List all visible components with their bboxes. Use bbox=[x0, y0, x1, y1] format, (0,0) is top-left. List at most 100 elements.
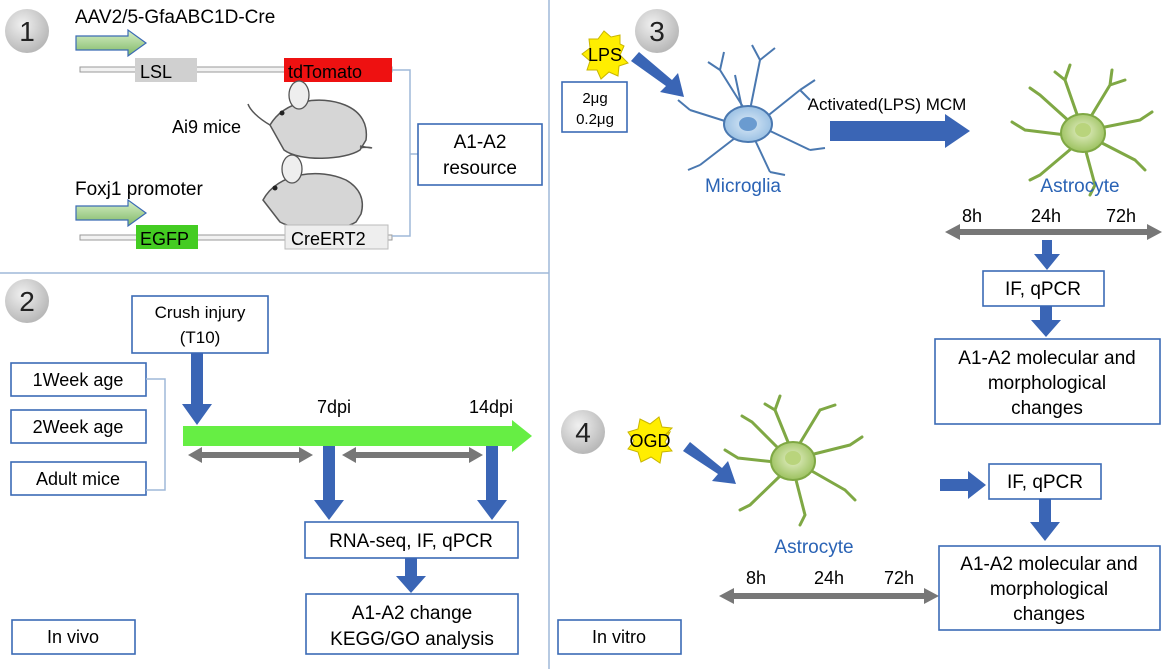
arrow-ogd-to-astrocyte bbox=[683, 442, 736, 484]
resource-line2: resource bbox=[443, 158, 517, 179]
arrow-7dpi-down bbox=[314, 446, 344, 520]
resource-box bbox=[417, 123, 543, 186]
arrow-methods-to-change bbox=[396, 558, 426, 593]
change-line2: KEGG/GO analysis bbox=[330, 629, 494, 650]
tdtomato-box bbox=[284, 58, 392, 82]
promoter-arrow-2 bbox=[75, 198, 148, 228]
result-box-p3 bbox=[934, 338, 1161, 425]
astrocyte-cell-4 bbox=[723, 394, 864, 527]
age-box-1 bbox=[10, 362, 147, 397]
dose-line2: 0.2μg bbox=[576, 111, 614, 128]
interval-arrow-1 bbox=[188, 447, 313, 463]
change-line1: A1-A2 change bbox=[352, 603, 472, 624]
methods-box-p4 bbox=[988, 463, 1102, 500]
in-vitro-label: In vitro bbox=[592, 627, 646, 647]
dose-line1: 2μg bbox=[582, 90, 607, 107]
time-arrow-p3 bbox=[945, 224, 1162, 240]
tdtomato-label: tdTomato bbox=[288, 62, 362, 82]
result-box-p4 bbox=[938, 545, 1161, 631]
crush-arrow bbox=[182, 353, 212, 425]
arrow-to-methods-p4 bbox=[940, 471, 986, 499]
resource-bracket bbox=[392, 69, 411, 237]
methods-label-p3: IF, qPCR bbox=[1005, 279, 1081, 300]
time-8h-p3: 8h bbox=[962, 206, 982, 226]
arrow-14dpi-down bbox=[477, 446, 507, 520]
egfp-box bbox=[136, 225, 198, 249]
arrow-microglia-to-astrocyte bbox=[830, 114, 970, 148]
creert2-box bbox=[284, 224, 389, 250]
methods-label-p2: RNA-seq, IF, qPCR bbox=[329, 531, 493, 552]
in-vivo-label: In vivo bbox=[47, 627, 99, 647]
change-box bbox=[305, 593, 519, 655]
panel-4-number-circle bbox=[561, 410, 605, 454]
panel-3-number-circle bbox=[635, 9, 679, 53]
construct-line-2 bbox=[79, 234, 393, 241]
creert2-label: CreERT2 bbox=[291, 229, 366, 249]
methods-label-p4: IF, qPCR bbox=[1007, 472, 1083, 493]
age-label-1: 1Week age bbox=[33, 370, 124, 390]
dpi-7-label: 7dpi bbox=[317, 397, 351, 417]
ai9-label: Ai9 mice bbox=[172, 117, 241, 137]
egfp-label: EGFP bbox=[140, 229, 189, 249]
crush-injury-box bbox=[131, 295, 269, 354]
methods-box-p2 bbox=[304, 521, 519, 559]
panel-1-number-circle bbox=[5, 9, 49, 53]
result-p3-line2: morphological bbox=[988, 373, 1106, 394]
age-box-2 bbox=[10, 409, 147, 444]
age-box-3 bbox=[10, 461, 147, 496]
methods-box-p3 bbox=[982, 270, 1105, 307]
crush-line1: Crush injury bbox=[155, 303, 246, 322]
in-vitro-box bbox=[557, 619, 682, 655]
resource-line1: A1-A2 bbox=[454, 132, 507, 153]
panel-2-number: 2 bbox=[19, 286, 35, 317]
result-p4-line2: morphological bbox=[990, 579, 1108, 600]
time-24h-p3: 24h bbox=[1031, 206, 1061, 226]
promoter-arrow-1 bbox=[75, 28, 148, 58]
age-bracket bbox=[146, 378, 166, 491]
astrocyte-label-3: Astrocyte bbox=[1040, 176, 1119, 197]
ogd-label: OGD bbox=[629, 431, 670, 451]
result-p3-line3: changes bbox=[1011, 398, 1083, 419]
in-vivo-box bbox=[11, 619, 136, 655]
arrow-lps-to-microglia bbox=[631, 52, 684, 97]
arrow-to-result-p4 bbox=[1030, 499, 1060, 541]
panel-2: 2 Crush injury (T10) 1Week age 2Week age… bbox=[5, 279, 532, 655]
microglia-cell bbox=[677, 44, 826, 176]
microglia-label: Microglia bbox=[705, 176, 781, 197]
lps-label: LPS bbox=[588, 45, 622, 65]
time-arrow-p4 bbox=[719, 588, 939, 604]
lsl-label: LSL bbox=[140, 62, 172, 82]
lsl-box bbox=[135, 58, 197, 82]
age-label-3: Adult mice bbox=[36, 469, 120, 489]
panel-1-number: 1 bbox=[19, 16, 35, 47]
dose-box bbox=[561, 81, 628, 133]
result-p3-line1: A1-A2 molecular and bbox=[958, 348, 1135, 369]
mouse-illustration-2 bbox=[262, 154, 364, 231]
vector-label: AAV2/5-GfaABC1D-Cre bbox=[75, 7, 275, 28]
panel-4-number: 4 bbox=[575, 417, 591, 448]
foxj1-label: Foxj1 promoter bbox=[75, 179, 203, 200]
panel-3-number: 3 bbox=[649, 16, 665, 47]
panel-2-number-circle bbox=[5, 279, 49, 323]
timeline-green-bar bbox=[183, 420, 532, 452]
panel-3: LPS 2μg 0.2μg 3 Microglia Activated(LPS)… bbox=[561, 9, 1162, 425]
time-72h-p3: 72h bbox=[1106, 206, 1136, 226]
mouse-illustration-1 bbox=[247, 80, 373, 159]
arrow-to-result-p3 bbox=[1031, 306, 1061, 337]
result-p4-line3: changes bbox=[1013, 604, 1085, 625]
lps-star bbox=[581, 30, 629, 80]
result-p4-line1: A1-A2 molecular and bbox=[960, 554, 1137, 575]
arrow-to-methods-p3 bbox=[1034, 240, 1060, 270]
age-label-2: 2Week age bbox=[33, 417, 124, 437]
panel-4: 4 OGD Astrocyte 8h 24h 72h IF, qPCR A1-A… bbox=[557, 394, 1161, 655]
astrocyte-label-4: Astrocyte bbox=[774, 537, 853, 558]
time-72h-p4: 72h bbox=[884, 568, 914, 588]
interval-arrow-2 bbox=[342, 447, 483, 463]
panel-1: 1 AAV2/5-GfaABC1D-Cre LSL tdTomato Ai9 m… bbox=[5, 7, 543, 250]
dpi-14-label: 14dpi bbox=[469, 397, 513, 417]
ogd-star bbox=[627, 416, 674, 464]
crush-line2: (T10) bbox=[180, 328, 221, 347]
time-24h-p4: 24h bbox=[814, 568, 844, 588]
activated-mcm-label: Activated(LPS) MCM bbox=[808, 95, 967, 114]
